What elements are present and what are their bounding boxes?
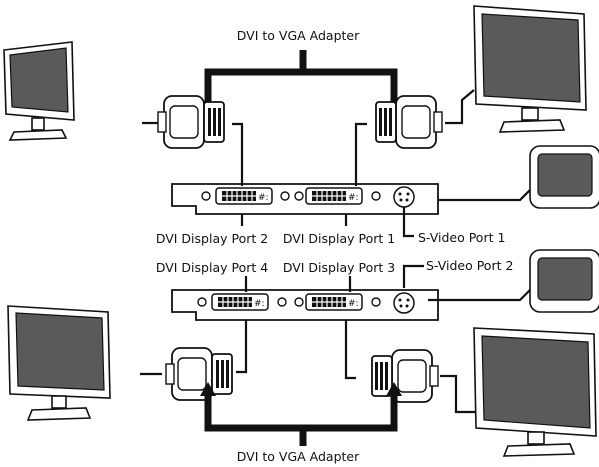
dvi-port-1 <box>305 187 363 205</box>
svideo-port-1 <box>393 186 415 208</box>
top-adapter-label: DVI to VGA Adapter <box>237 28 360 43</box>
label-dvi-port-3: DVI Display Port 3 <box>283 260 395 275</box>
top-adapter-bracket <box>204 68 398 112</box>
bottom-adapter-bracket <box>204 390 398 432</box>
tv-bottom <box>529 249 599 313</box>
graphics-card-bottom <box>171 289 439 321</box>
label-dvi-port-1: DVI Display Port 1 <box>283 231 395 246</box>
monitor-top-right <box>473 5 587 133</box>
label-dvi-port-4: DVI Display Port 4 <box>156 260 268 275</box>
label-dvi-port-2: DVI Display Port 2 <box>156 231 268 246</box>
monitor-bottom-right <box>473 327 597 457</box>
dvi-port-2 <box>215 187 273 205</box>
adapter-bottom-left <box>165 347 233 401</box>
label-svideo-port-2: S-Video Port 2 <box>426 258 513 273</box>
adapter-top-left <box>157 95 225 149</box>
bottom-adapter-label: DVI to VGA Adapter <box>237 449 360 464</box>
label-svideo-port-1: S-Video Port 1 <box>418 230 505 245</box>
dvi-port-3 <box>305 293 363 311</box>
adapter-top-right <box>375 95 443 149</box>
svideo-port-2 <box>393 292 415 314</box>
monitor-top-left <box>3 41 75 141</box>
graphics-card-top <box>171 183 439 215</box>
adapter-bottom-right <box>371 349 439 403</box>
dvi-port-4 <box>211 293 269 311</box>
monitor-bottom-left <box>7 305 111 421</box>
tv-top <box>529 145 599 209</box>
